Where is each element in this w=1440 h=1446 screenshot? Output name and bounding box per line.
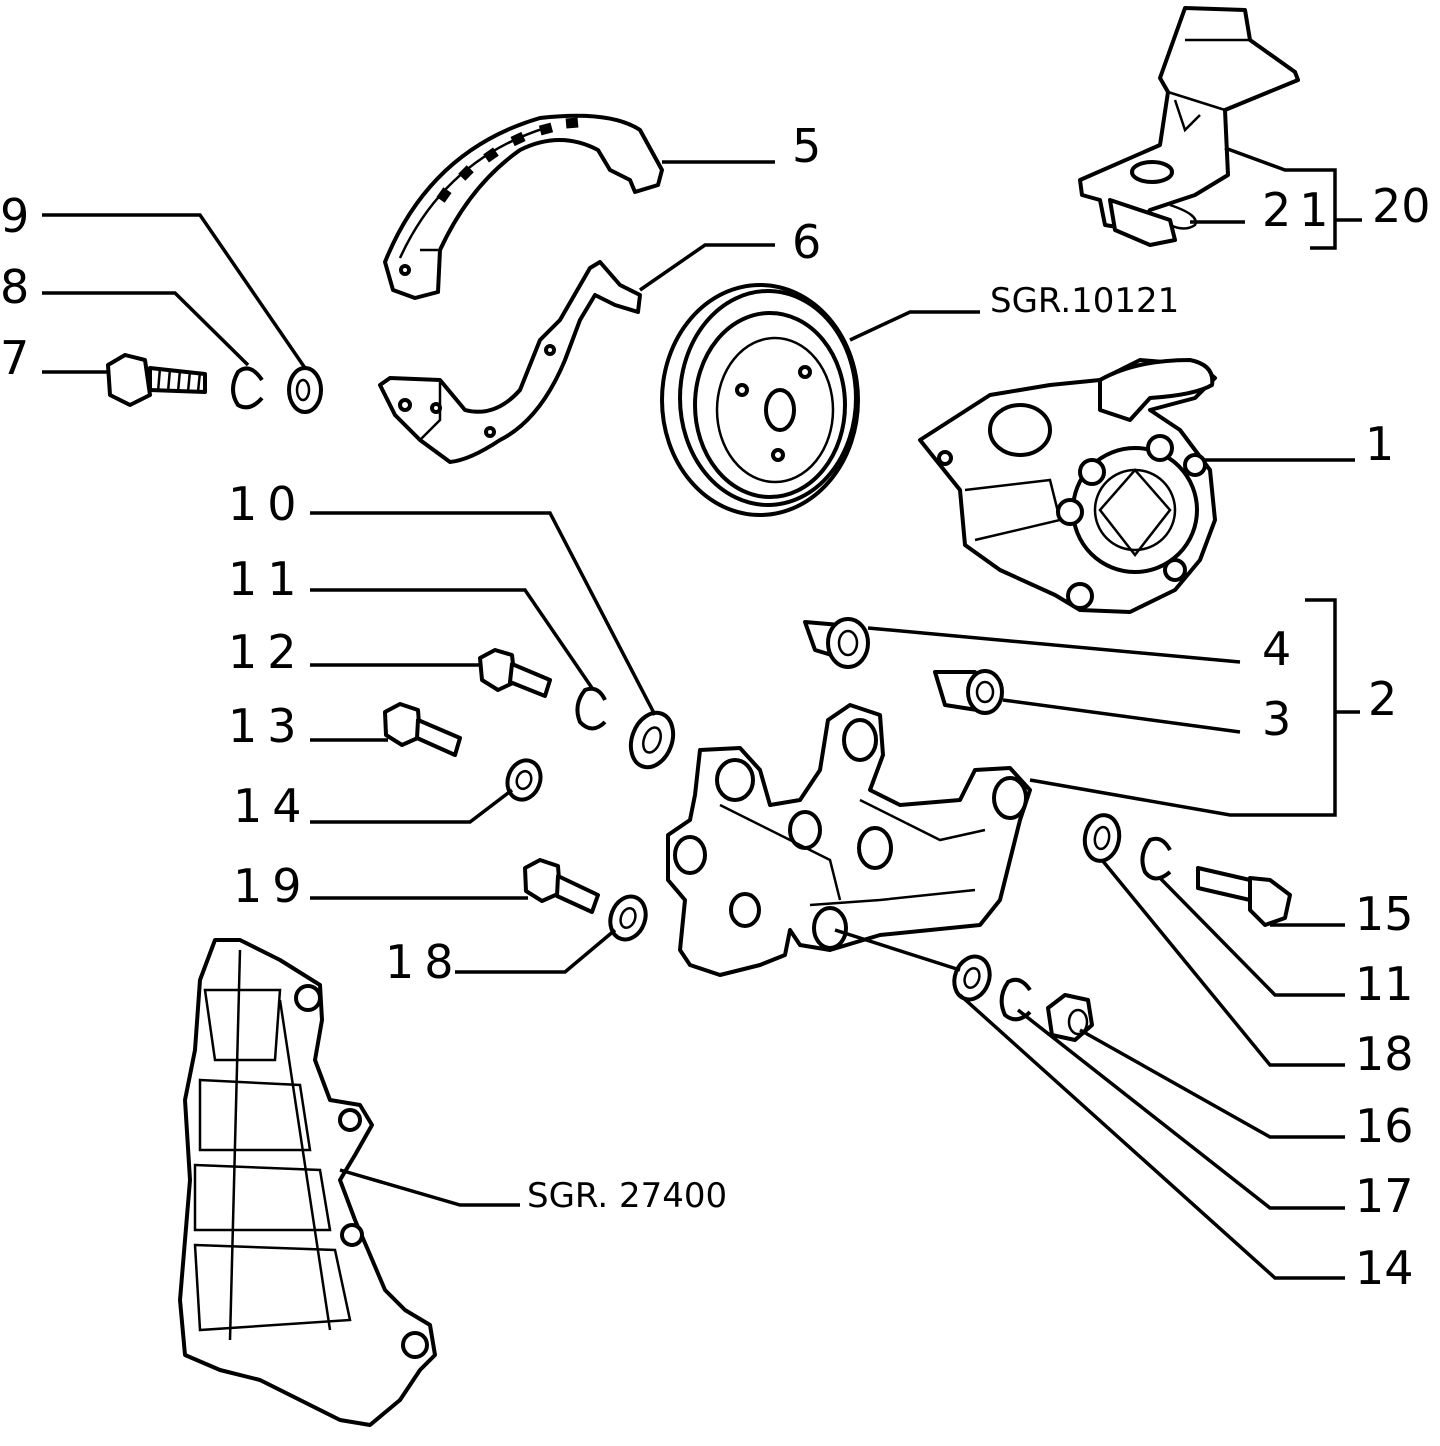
part-8-washer [231, 366, 264, 410]
label-6: 6 [792, 215, 821, 269]
label-8: 8 [0, 260, 29, 314]
part-18-washer-right [1082, 813, 1122, 863]
label-15: 15 [1355, 887, 1414, 941]
part-15-bolt [1196, 866, 1292, 927]
bracket-20 [1078, 6, 1300, 247]
part-10-washer [628, 710, 676, 770]
label-20: 20 [1372, 179, 1431, 233]
label-10: 10 [228, 477, 307, 531]
leader-lines [42, 146, 1362, 1280]
pulley [660, 283, 860, 517]
part-1-pump [918, 358, 1217, 614]
label-14-right: 14 [1355, 1241, 1414, 1295]
part-13-bolt [383, 702, 462, 757]
label-18-right: 18 [1355, 1027, 1414, 1081]
label-21: 21 [1262, 183, 1337, 237]
ref-sgr-27400: SGR. 27400 [527, 1176, 727, 1216]
part-12-bolt [478, 648, 552, 698]
part-11-washer-right [1140, 836, 1172, 881]
part-14-washer-right [952, 954, 992, 1002]
part-11-washer-left [575, 686, 607, 731]
label-9: 9 [0, 189, 29, 243]
part-5-guard [383, 113, 664, 300]
ref-sgr-10121: SGR.10121 [990, 281, 1179, 321]
label-11-left: 11 [228, 552, 307, 606]
label-19: 19 [233, 859, 312, 913]
label-14-left: 14 [233, 779, 312, 833]
label-13: 13 [228, 699, 307, 753]
label-3: 3 [1262, 692, 1291, 746]
part-2-bracket [666, 703, 1032, 977]
label-12: 12 [228, 625, 307, 679]
label-4: 4 [1262, 622, 1291, 676]
label-5: 5 [792, 119, 821, 173]
label-2: 2 [1368, 672, 1397, 726]
part-18-washer-left [608, 894, 648, 942]
label-7: 7 [0, 331, 29, 385]
part-4-bushing [803, 617, 870, 669]
part-6-guard [378, 260, 642, 464]
part-7-bolt [106, 353, 207, 407]
label-1: 1 [1365, 417, 1394, 471]
callout-labels: 5 6 SGR.10121 1 4 3 2 20 21 9 8 7 10 11 … [0, 119, 1431, 1295]
part-17-washer [999, 977, 1032, 1022]
label-11-right: 11 [1355, 957, 1414, 1011]
part-19-bolt [523, 858, 600, 914]
part-9-washer [287, 366, 323, 414]
engine-bracket [178, 938, 437, 1427]
label-18-left: 18 [385, 935, 464, 989]
label-17: 17 [1355, 1169, 1414, 1223]
part-3-bushing [933, 669, 1004, 715]
part-14-washer-left [505, 758, 543, 802]
label-16: 16 [1355, 1099, 1414, 1153]
